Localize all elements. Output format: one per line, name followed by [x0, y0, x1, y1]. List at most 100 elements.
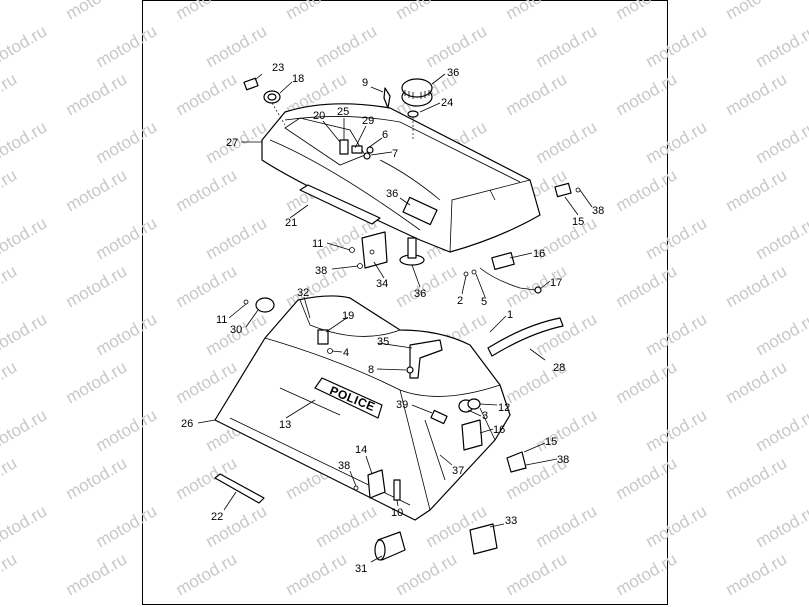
watermark-text: motod.ru: [423, 21, 491, 71]
callout: 8: [368, 364, 374, 376]
callout: 38: [592, 205, 604, 217]
callout: 14: [355, 444, 367, 456]
callout: 11: [312, 238, 323, 250]
watermark-text: motod.ru: [643, 405, 711, 455]
watermark-text: motod.ru: [63, 69, 131, 119]
watermark-text: motod.ru: [613, 453, 681, 503]
watermark-text: motod.ru: [0, 0, 20, 23]
watermark-text: motod.ru: [173, 0, 241, 23]
watermark-text: motod.ru: [723, 453, 791, 503]
callout: 27: [226, 137, 238, 149]
watermark-text: motod.ru: [613, 69, 681, 119]
watermark-text: motod.ru: [0, 309, 50, 359]
watermark-text: motod.ru: [503, 69, 571, 119]
watermark-text: motod.ru: [173, 453, 241, 503]
watermark-text: motod.ru: [203, 21, 271, 71]
watermark-text: motod.ru: [723, 165, 791, 215]
hinge-bar: [214, 473, 265, 504]
watermark-text: motod.ru: [533, 501, 601, 551]
watermark-text: motod.ru: [63, 453, 131, 503]
watermark-text: motod.ru: [63, 261, 131, 311]
callout: 2: [457, 295, 463, 307]
watermark-text: motod.ru: [63, 357, 131, 407]
watermark-text: motod.ru: [643, 117, 711, 167]
watermark-text: motod.ru: [283, 0, 351, 23]
watermark-text: motod.ru: [0, 213, 50, 263]
watermark-text: motod.ru: [173, 261, 241, 311]
callout: 17: [550, 277, 562, 289]
watermark-text: motod.ru: [63, 165, 131, 215]
watermark-text: motod.ru: [393, 261, 461, 311]
lower-right-bracket: [461, 419, 527, 473]
callout: 30: [230, 324, 242, 336]
watermark-text: motod.ru: [533, 309, 601, 359]
watermark-text: motod.ru: [753, 501, 809, 551]
watermark-text: motod.ru: [93, 213, 161, 263]
lid-knob: [401, 78, 433, 140]
watermark-text: motod.ru: [313, 21, 381, 71]
callout: 15: [572, 216, 584, 228]
callout: 38: [315, 265, 327, 277]
watermark-text: motod.ru: [613, 357, 681, 407]
watermark-text: motod.ru: [613, 0, 681, 23]
watermark-text: motod.ru: [753, 213, 809, 263]
callout: 16: [533, 248, 545, 260]
watermark-text: motod.ru: [753, 117, 809, 167]
watermark-text: motod.ru: [723, 549, 791, 599]
watermark-text: motod.ru: [0, 21, 50, 71]
watermark-text: motod.ru: [0, 357, 20, 407]
callout: 3: [482, 410, 488, 422]
callout: 39: [396, 399, 408, 411]
watermark-text: motod.ru: [0, 405, 50, 455]
watermark-text: motod.ru: [723, 261, 791, 311]
callout: 5: [481, 296, 487, 308]
callout: 26: [181, 418, 193, 430]
watermark-text: motod.ru: [63, 0, 131, 23]
watermark-text: motod.ru: [313, 501, 381, 551]
watermark-text: motod.ru: [393, 0, 461, 23]
watermark-text: motod.ru: [0, 549, 20, 599]
mount-post: [399, 237, 425, 266]
callout: 7: [392, 148, 398, 160]
watermark-text: motod.ru: [533, 21, 601, 71]
callout: 11: [216, 314, 227, 326]
watermark-text: motod.ru: [0, 69, 20, 119]
callout: 4: [343, 347, 349, 359]
hinge-strip: [299, 184, 381, 225]
side-plate: [243, 297, 275, 313]
saddlebag-lid: [261, 103, 541, 253]
watermark-text: motod.ru: [753, 21, 809, 71]
watermark-text: motod.ru: [753, 405, 809, 455]
watermark-text: motod.ru: [203, 213, 271, 263]
watermark-text: motod.ru: [0, 453, 20, 503]
callout: 20: [313, 110, 325, 122]
watermark-text: motod.ru: [503, 549, 571, 599]
callout: 32: [297, 287, 309, 299]
watermark-text: motod.ru: [613, 549, 681, 599]
watermark-text: motod.ru: [723, 357, 791, 407]
inner-hinge: [409, 339, 443, 379]
pad: [469, 523, 498, 555]
watermark-text: motod.ru: [0, 165, 20, 215]
callout-labels: 23 18 9 36 24 25 20 29 6 27 7 36 21 15 3…: [181, 62, 604, 575]
watermark-text: motod.ru: [93, 21, 161, 71]
watermark-text: motod.ru: [283, 549, 351, 599]
watermark-text: motod.ru: [753, 309, 809, 359]
callout: 31: [355, 563, 367, 575]
callout: 10: [391, 507, 403, 519]
watermark-text: motod.ru: [643, 501, 711, 551]
callout: 23: [272, 62, 284, 74]
callout: 24: [441, 97, 453, 109]
callout: 37: [452, 465, 464, 477]
watermark-text: motod.ru: [533, 405, 601, 455]
callout: 36: [414, 288, 426, 300]
watermark-text: motod.ru: [533, 117, 601, 167]
watermark-text: motod.ru: [203, 501, 271, 551]
watermark-text: motod.ru: [0, 501, 50, 551]
callout: 18: [292, 73, 304, 85]
callout: 25: [337, 106, 349, 118]
callout: 16: [493, 424, 505, 436]
callout: 19: [342, 310, 354, 322]
bumper: [374, 531, 406, 561]
